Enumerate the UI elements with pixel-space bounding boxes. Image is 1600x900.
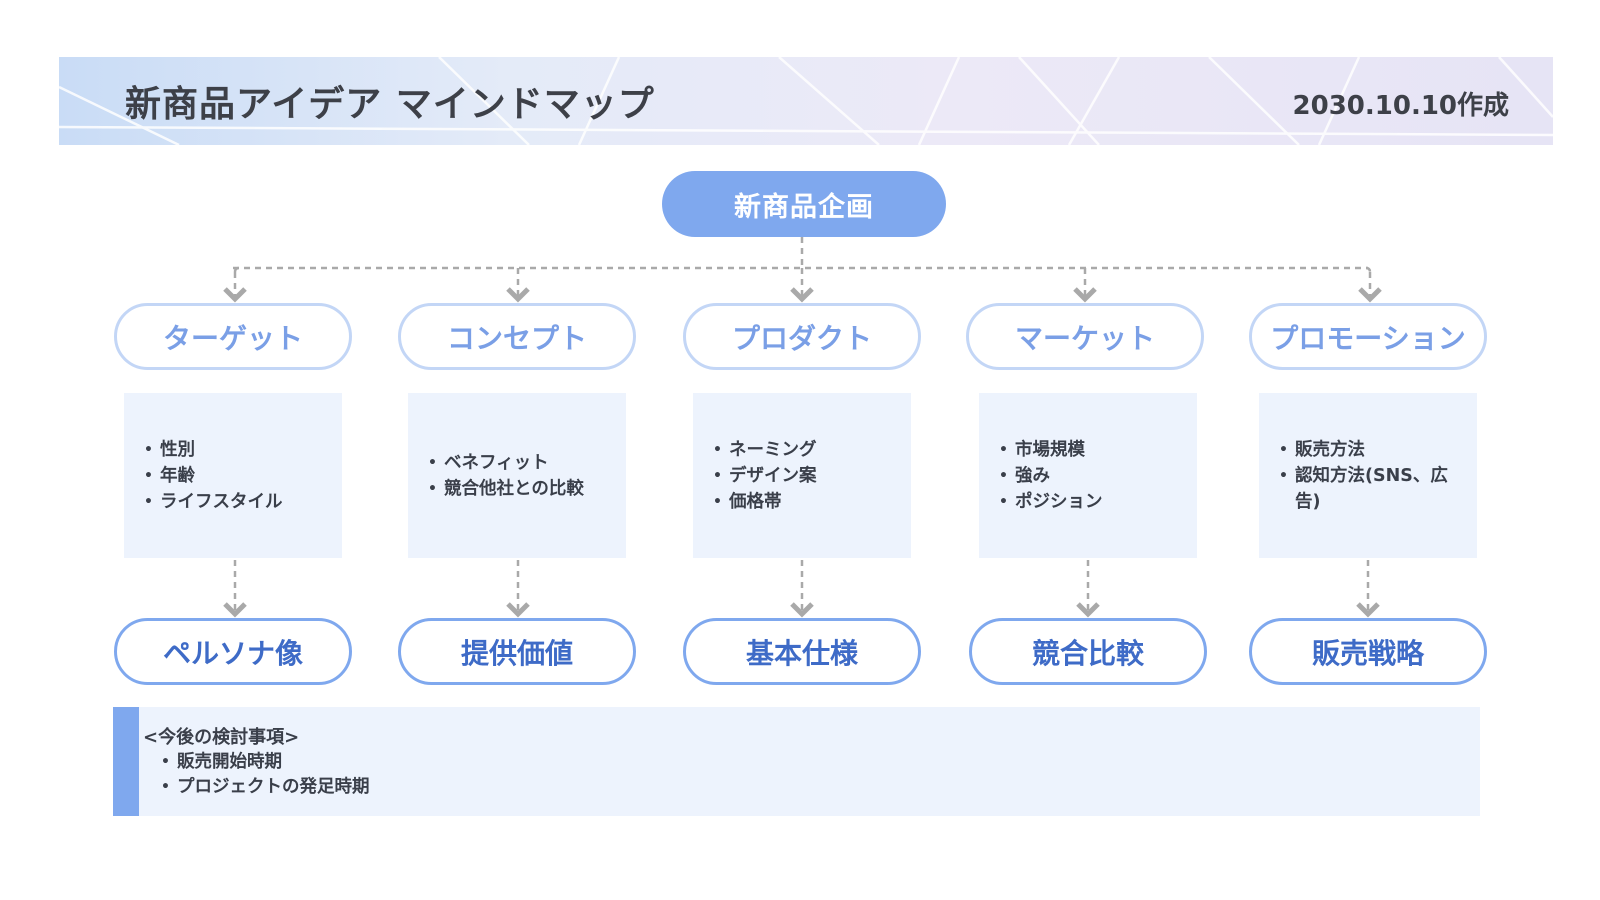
detail-box-product: ネーミング デザイン案 価格帯 (693, 393, 911, 558)
notes-item: 販売開始時期 (161, 750, 1480, 775)
header-background-pattern (59, 57, 1553, 145)
detail-item: 性別 (144, 437, 326, 463)
detail-box-target: 性別 年齢 ライフスタイル (124, 393, 342, 558)
detail-box-promotion: 販売方法 認知方法(SNS、広告) (1259, 393, 1477, 558)
detail-item: 販売方法 (1279, 437, 1461, 463)
result-node-persona: ペルソナ像 (114, 618, 352, 685)
result-node-spec: 基本仕様 (683, 618, 921, 685)
result-node-competitor: 競合比較 (969, 618, 1207, 685)
category-node-promotion: プロモーション (1249, 303, 1487, 370)
detail-item: 競合他社との比較 (428, 476, 610, 502)
category-node-product: プロダクト (683, 303, 921, 370)
result-node-sales: 販売戦略 (1249, 618, 1487, 685)
detail-item: 強み (999, 463, 1181, 489)
detail-box-market: 市場規模 強み ポジション (979, 393, 1197, 558)
category-node-market: マーケット (966, 303, 1204, 370)
page-title: 新商品アイデア マインドマップ (125, 84, 655, 125)
detail-item: ネーミング (713, 437, 895, 463)
result-node-value: 提供価値 (398, 618, 636, 685)
detail-box-concept: ベネフィット 競合他社との比較 (408, 393, 626, 558)
root-node: 新商品企画 (662, 171, 946, 237)
detail-item: ポジション (999, 489, 1181, 515)
detail-item: ベネフィット (428, 450, 610, 476)
notes-item: プロジェクトの発足時期 (161, 775, 1480, 800)
detail-item: ライフスタイル (144, 489, 326, 515)
header-banner: 新商品アイデア マインドマップ 2030.10.10作成 (59, 57, 1553, 145)
detail-item: 年齢 (144, 463, 326, 489)
detail-item: デザイン案 (713, 463, 895, 489)
detail-item: 価格帯 (713, 489, 895, 515)
category-node-concept: コンセプト (398, 303, 636, 370)
notes-accent-bar (113, 707, 139, 816)
created-date: 2030.10.10作成 (1292, 91, 1509, 121)
notes-panel: <今後の検討事項> 販売開始時期 プロジェクトの発足時期 (113, 707, 1480, 816)
notes-heading: <今後の検討事項> (143, 727, 300, 748)
detail-item: 市場規模 (999, 437, 1181, 463)
category-node-target: ターゲット (114, 303, 352, 370)
detail-item: 認知方法(SNS、広告) (1279, 463, 1461, 515)
